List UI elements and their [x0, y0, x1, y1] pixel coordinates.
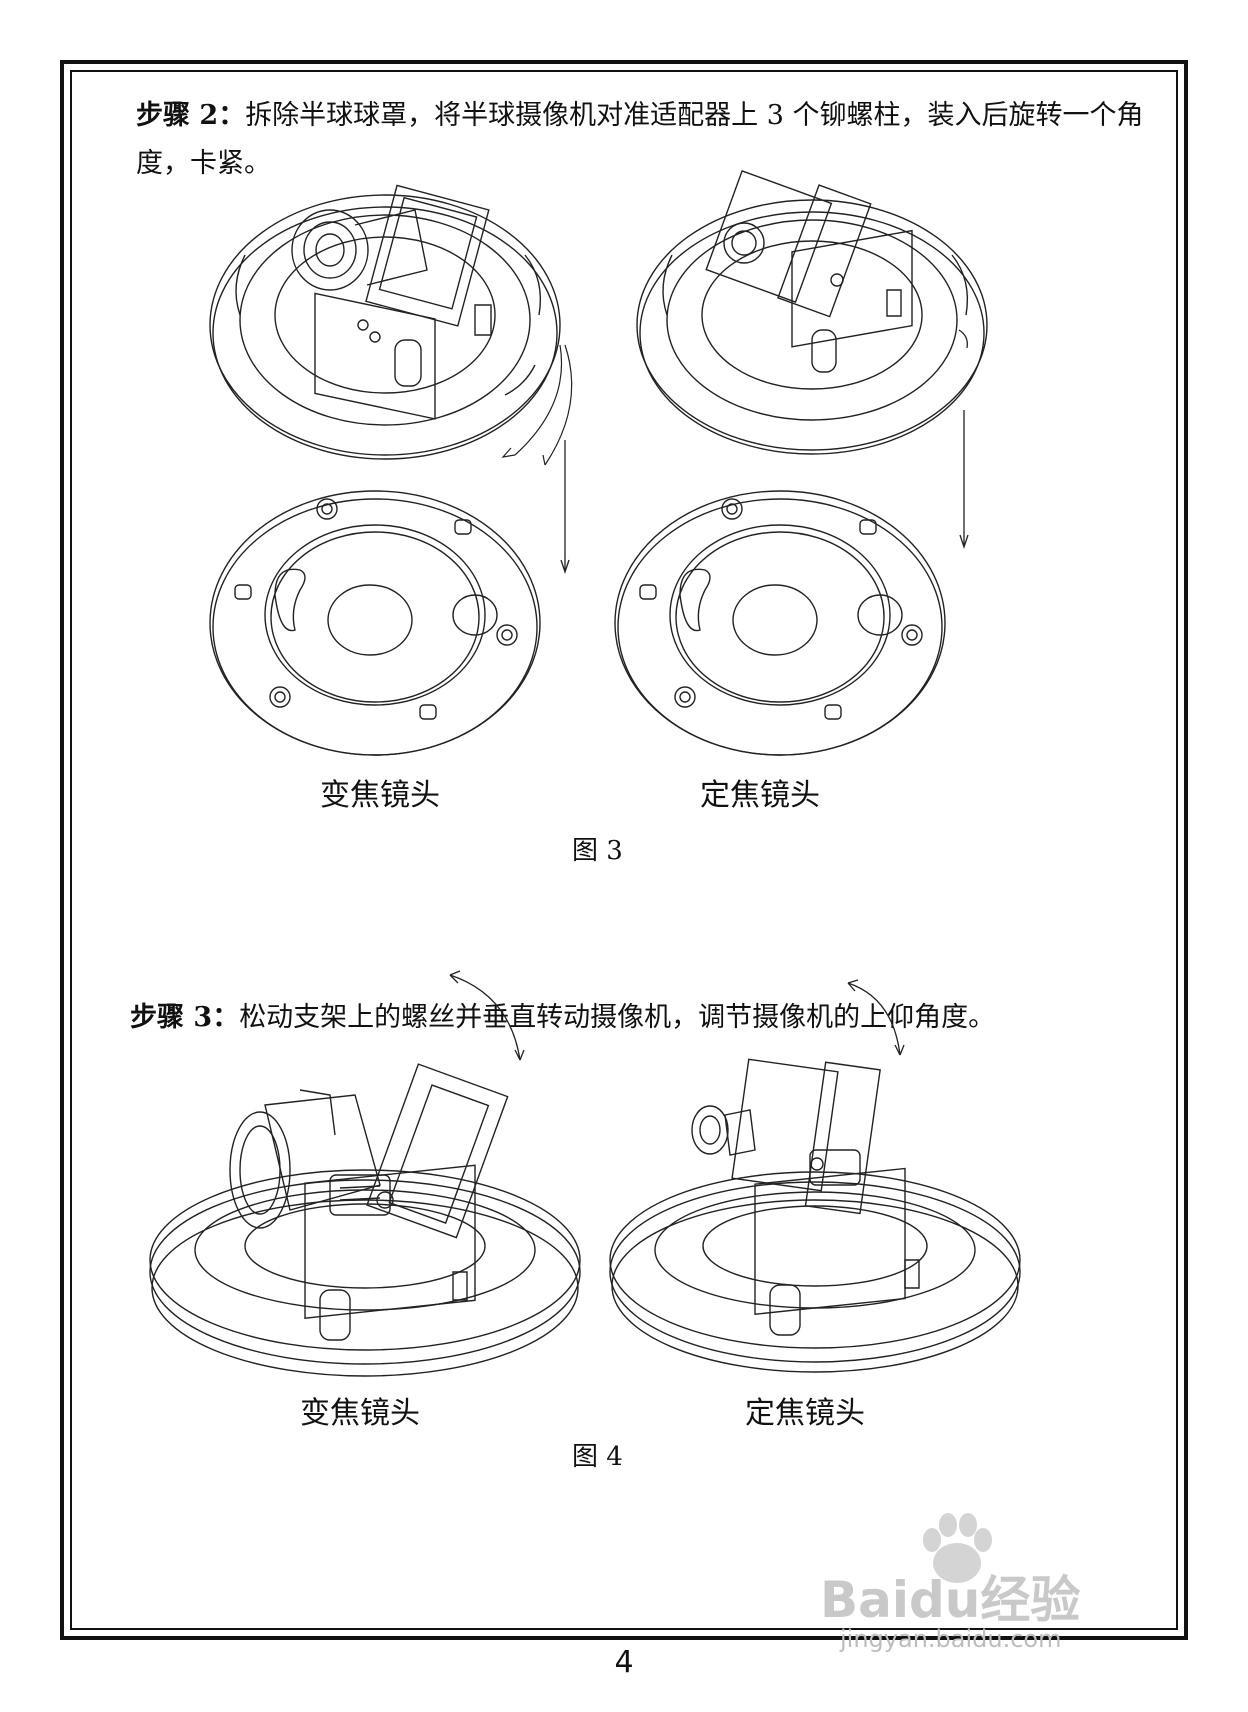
figure-3-caption-fixed-lens: 定焦镜头 [700, 778, 820, 813]
step-2-label: 步骤 2 [136, 100, 219, 131]
rotation-arrow-icon [540, 340, 590, 470]
mounting-adapter-plate-illustration [205, 485, 555, 760]
fixed-lens-camera-tilt-illustration [605, 1060, 1025, 1390]
dome-camera-zoom-lens-mounting-illustration [205, 165, 585, 465]
step-3-text: 松动支架上的螺丝并垂直转动摄像机，调节摄像机的上仰角度。 [239, 1002, 996, 1033]
figure-3-label: 图 3 [572, 836, 623, 866]
watermark-brand: Baidu经验 [820, 1571, 1081, 1629]
downward-arrow-icon [555, 440, 575, 580]
rotation-arrow-icon [840, 975, 910, 1060]
step-3-label: 步骤 3 [130, 1002, 213, 1033]
step-3-colon: ： [212, 1002, 240, 1033]
figure-4-caption-zoom-lens: 变焦镜头 [300, 1396, 420, 1431]
watermark-url: jingyan.baidu.com [840, 1625, 1062, 1653]
downward-arrow-icon [954, 330, 974, 555]
figure-4-label: 图 4 [572, 1442, 623, 1472]
figure-3-caption-zoom-lens: 变焦镜头 [320, 778, 440, 813]
page-border-outer [60, 60, 1188, 1640]
step-2-text: 拆除半球球罩，将半球摄像机对准适配器上 3 个铆螺柱，装入后旋转一个角度，卡紧。 [136, 100, 1144, 179]
zoom-lens-camera-tilt-illustration [145, 1060, 585, 1390]
page-border-inner [70, 70, 1178, 1630]
step-2-colon: ： [218, 100, 246, 131]
step-2-paragraph: 步骤 2：拆除半球球罩，将半球摄像机对准适配器上 3 个铆螺柱，装入后旋转一个角… [136, 92, 1176, 188]
figure-4-caption-fixed-lens: 定焦镜头 [745, 1396, 865, 1431]
step-3-paragraph: 步骤 3：松动支架上的螺丝并垂直转动摄像机，调节摄像机的上仰角度。 [130, 994, 1170, 1042]
dome-camera-fixed-lens-mounting-illustration [632, 165, 1012, 455]
rotation-arrow-icon [440, 965, 530, 1065]
baidu-paw-icon [923, 1513, 992, 1583]
page-number: 4 [614, 1645, 634, 1680]
mounting-adapter-plate-illustration [610, 485, 960, 760]
